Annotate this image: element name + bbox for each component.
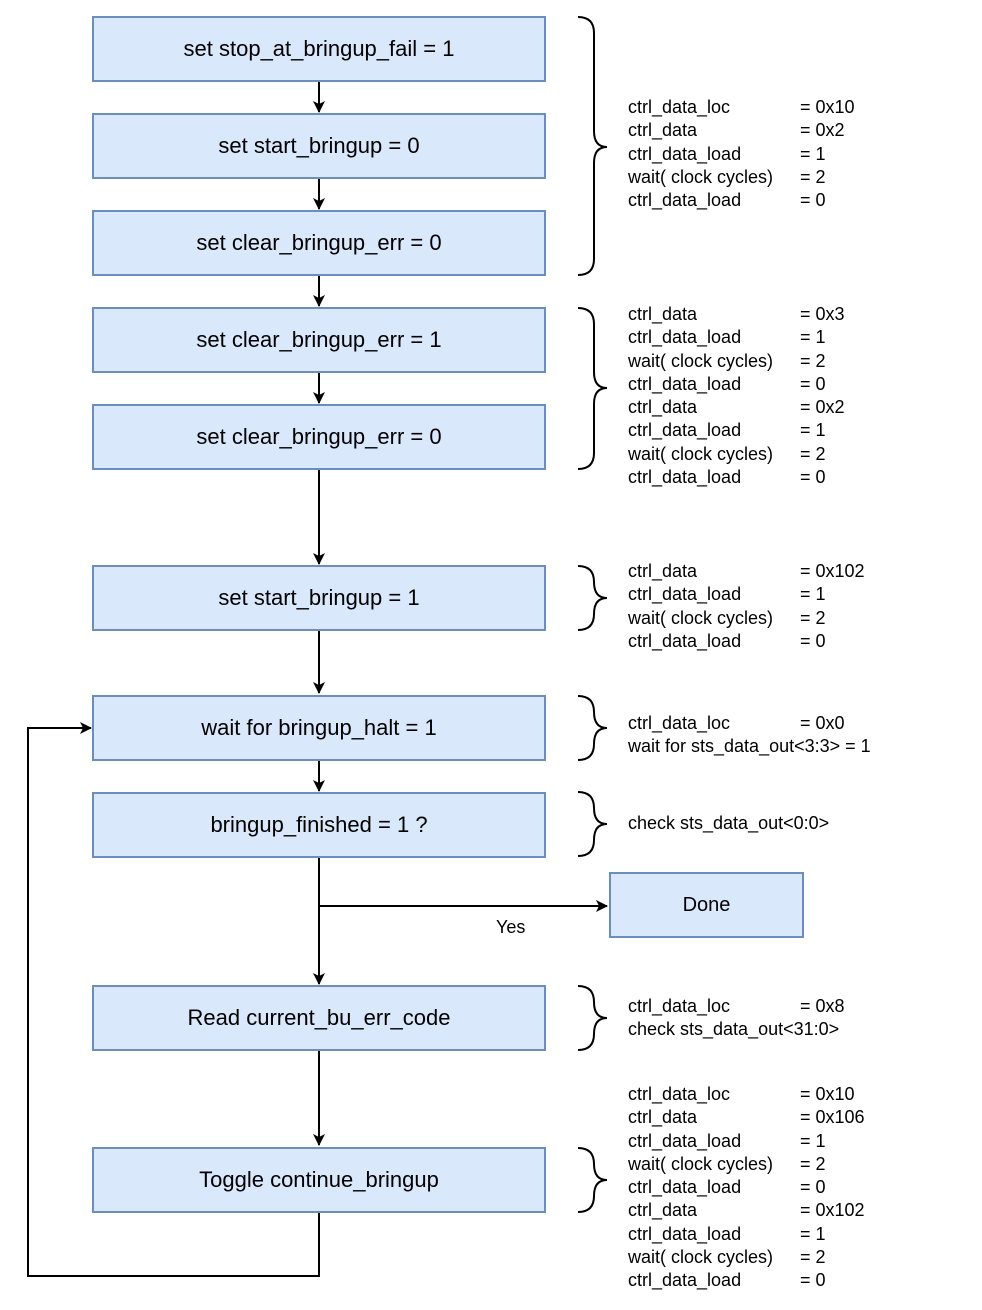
step-done[interactable]: Done xyxy=(609,872,804,938)
note-value: = 0x2 xyxy=(800,120,845,141)
yes-label: Yes xyxy=(496,917,526,937)
note-key: ctrl_data_load xyxy=(628,190,742,211)
note-key: ctrl_data xyxy=(628,120,698,141)
decision-bringup-finished[interactable]: bringup_finished = 1 ? xyxy=(92,792,546,858)
note-key: wait( clock cycles) xyxy=(628,1247,774,1268)
note-key: ctrl_data_loc xyxy=(628,996,731,1016)
note-value: = 0x0 xyxy=(800,713,845,733)
note-value: = 1 xyxy=(800,327,826,348)
note-value: = 0 xyxy=(800,467,826,488)
note-value: = 0 xyxy=(800,1177,826,1198)
box-label: set start_bringup = 0 xyxy=(218,133,420,158)
box-label: Read current_bu_err_code xyxy=(187,1005,451,1030)
note-value: = 0x102 xyxy=(800,561,865,581)
box-label: set clear_bringup_err = 0 xyxy=(196,424,442,449)
note-value: = 0x3 xyxy=(800,304,845,324)
note-key: ctrl_data_loc xyxy=(628,713,731,733)
step-set-clear-bringup-err-0-again[interactable]: set clear_bringup_err = 0 xyxy=(92,404,546,470)
box-label: set start_bringup = 1 xyxy=(218,585,420,610)
brace-n3 xyxy=(577,565,608,631)
note-value: = 0x8 xyxy=(800,996,845,1016)
note-value: = 1 xyxy=(800,420,826,441)
note-key: wait( clock cycles) xyxy=(628,166,774,187)
brace-n1 xyxy=(577,16,608,276)
note-value: = 1 xyxy=(800,1223,826,1244)
box-label: set clear_bringup_err = 0 xyxy=(196,230,442,255)
note-key: ctrl_data xyxy=(628,304,698,324)
step-toggle-continue-bringup[interactable]: Toggle continue_bringup xyxy=(92,1147,546,1213)
note-key: ctrl_data_load xyxy=(628,1130,742,1151)
note-value: = 1 xyxy=(800,584,826,605)
note-key: wait for sts_data_out<3:3> = 1 xyxy=(628,736,871,757)
note-value: = 2 xyxy=(800,1153,826,1174)
brace-n5 xyxy=(577,791,608,857)
note-key: wait( clock cycles) xyxy=(628,1153,774,1174)
note-value: = 0 xyxy=(800,373,826,394)
loop-back-arrow xyxy=(27,722,320,1277)
note-key: ctrl_data_loc xyxy=(628,97,731,117)
note-key: ctrl_data_load xyxy=(628,143,742,164)
note-value: = 0x2 xyxy=(800,397,845,418)
note-key: ctrl_data xyxy=(628,1200,698,1221)
box-label: Toggle continue_bringup xyxy=(199,1167,439,1192)
step-set-clear-bringup-err-0[interactable]: set clear_bringup_err = 0 xyxy=(92,210,546,276)
note-key: ctrl_data_load xyxy=(628,1177,742,1198)
note-value: = 2 xyxy=(800,166,826,187)
brace-n7 xyxy=(577,1147,608,1213)
note-key: ctrl_data_load xyxy=(628,630,742,651)
step-set-start-bringup-1[interactable]: set start_bringup = 1 xyxy=(92,565,546,631)
note-key: ctrl_data_load xyxy=(628,373,742,394)
note-key: ctrl_data_load xyxy=(628,420,742,441)
note-key: ctrl_data_load xyxy=(628,327,742,348)
note-value: = 2 xyxy=(800,350,826,371)
brace-n6 xyxy=(577,985,608,1051)
note-value: = 0 xyxy=(800,630,826,651)
note-value: = 2 xyxy=(800,607,826,628)
note-key: wait( clock cycles) xyxy=(628,607,774,628)
step-set-stop-at-bringup-fail[interactable]: set stop_at_bringup_fail = 1 xyxy=(92,16,546,82)
note-key: ctrl_data_load xyxy=(628,1223,742,1244)
note-key: ctrl_data_load xyxy=(628,584,742,605)
note-value: = 0x106 xyxy=(800,1107,865,1128)
box-label: wait for bringup_halt = 1 xyxy=(201,715,437,740)
note-value: = 1 xyxy=(800,143,826,164)
step-read-current-bu-err-code[interactable]: Read current_bu_err_code xyxy=(92,985,546,1051)
step-wait-bringup-halt[interactable]: wait for bringup_halt = 1 xyxy=(92,695,546,761)
note-value: = 1 xyxy=(800,1130,826,1151)
note-key: ctrl_data_load xyxy=(628,467,742,488)
note-key: wait( clock cycles) xyxy=(628,350,774,371)
note-key: check sts_data_out<31:0> xyxy=(628,1019,840,1040)
brace-n4 xyxy=(577,695,608,761)
note-value: = 0x10 xyxy=(800,1084,855,1104)
note-value: = 0x10 xyxy=(800,97,855,117)
note-key: ctrl_data xyxy=(628,561,698,581)
note-key: ctrl_data_load xyxy=(628,1270,742,1291)
step-set-start-bringup-0[interactable]: set start_bringup = 0 xyxy=(92,113,546,179)
note-value: = 2 xyxy=(800,443,826,464)
note-value: = 0 xyxy=(800,1270,826,1291)
note-key: ctrl_data_loc xyxy=(628,1084,731,1104)
note-key: ctrl_data xyxy=(628,1107,698,1128)
note-value: = 0 xyxy=(800,190,826,211)
box-label: Done xyxy=(682,893,731,916)
brace-n2 xyxy=(577,307,608,470)
box-label: bringup_finished = 1 ? xyxy=(210,812,428,837)
note-key: check sts_data_out<0:0> xyxy=(628,813,830,833)
step-set-clear-bringup-err-1[interactable]: set clear_bringup_err = 1 xyxy=(92,307,546,373)
box-label: set stop_at_bringup_fail = 1 xyxy=(183,36,455,61)
note-value: = 0x102 xyxy=(800,1200,865,1221)
note-value: = 2 xyxy=(800,1247,826,1268)
note-key: wait( clock cycles) xyxy=(628,443,774,464)
note-key: ctrl_data xyxy=(628,397,698,418)
box-label: set clear_bringup_err = 1 xyxy=(196,327,442,352)
